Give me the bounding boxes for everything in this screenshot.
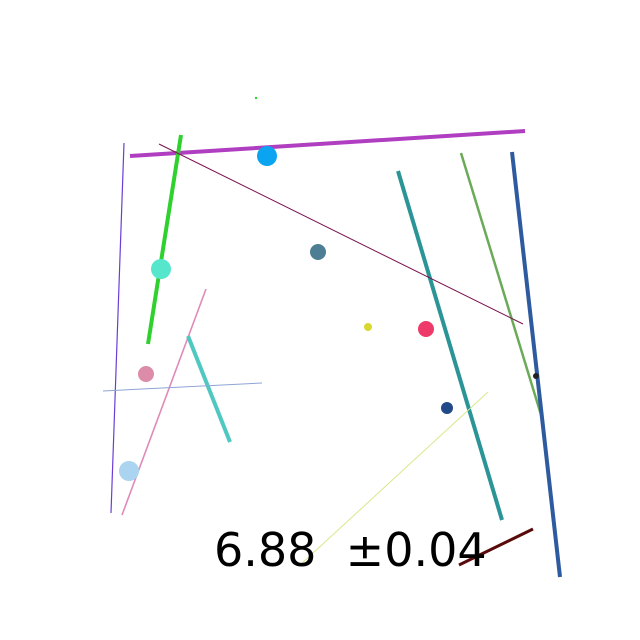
maroon-line (158, 143, 524, 325)
red-dot (418, 321, 434, 337)
slate-dot (310, 244, 326, 260)
teal-line (396, 170, 504, 521)
rose-dot (138, 366, 154, 382)
blue-line (510, 151, 562, 578)
azure-dot (257, 146, 277, 166)
pink-line (121, 288, 207, 516)
olive-green-line (459, 152, 544, 419)
magenta-line (129, 129, 526, 158)
measurement-readout: 6.88 ±0.04 (214, 522, 487, 578)
navy-dot (441, 402, 453, 414)
yellow-line (299, 391, 489, 566)
aqua-dot (151, 259, 171, 279)
readout-uncertainty: ±0.04 (345, 523, 487, 577)
green-line (146, 134, 183, 345)
dark-red-line (458, 527, 534, 567)
sky-dot (119, 461, 139, 481)
cyan-line (186, 335, 232, 443)
green-speck (254, 96, 258, 100)
readout-gap (316, 523, 345, 577)
yellow-dot (364, 323, 372, 331)
readout-value: 6.88 (214, 523, 317, 577)
violet-line (110, 142, 125, 514)
black-dot (533, 373, 539, 379)
light-blue-line (102, 382, 263, 392)
